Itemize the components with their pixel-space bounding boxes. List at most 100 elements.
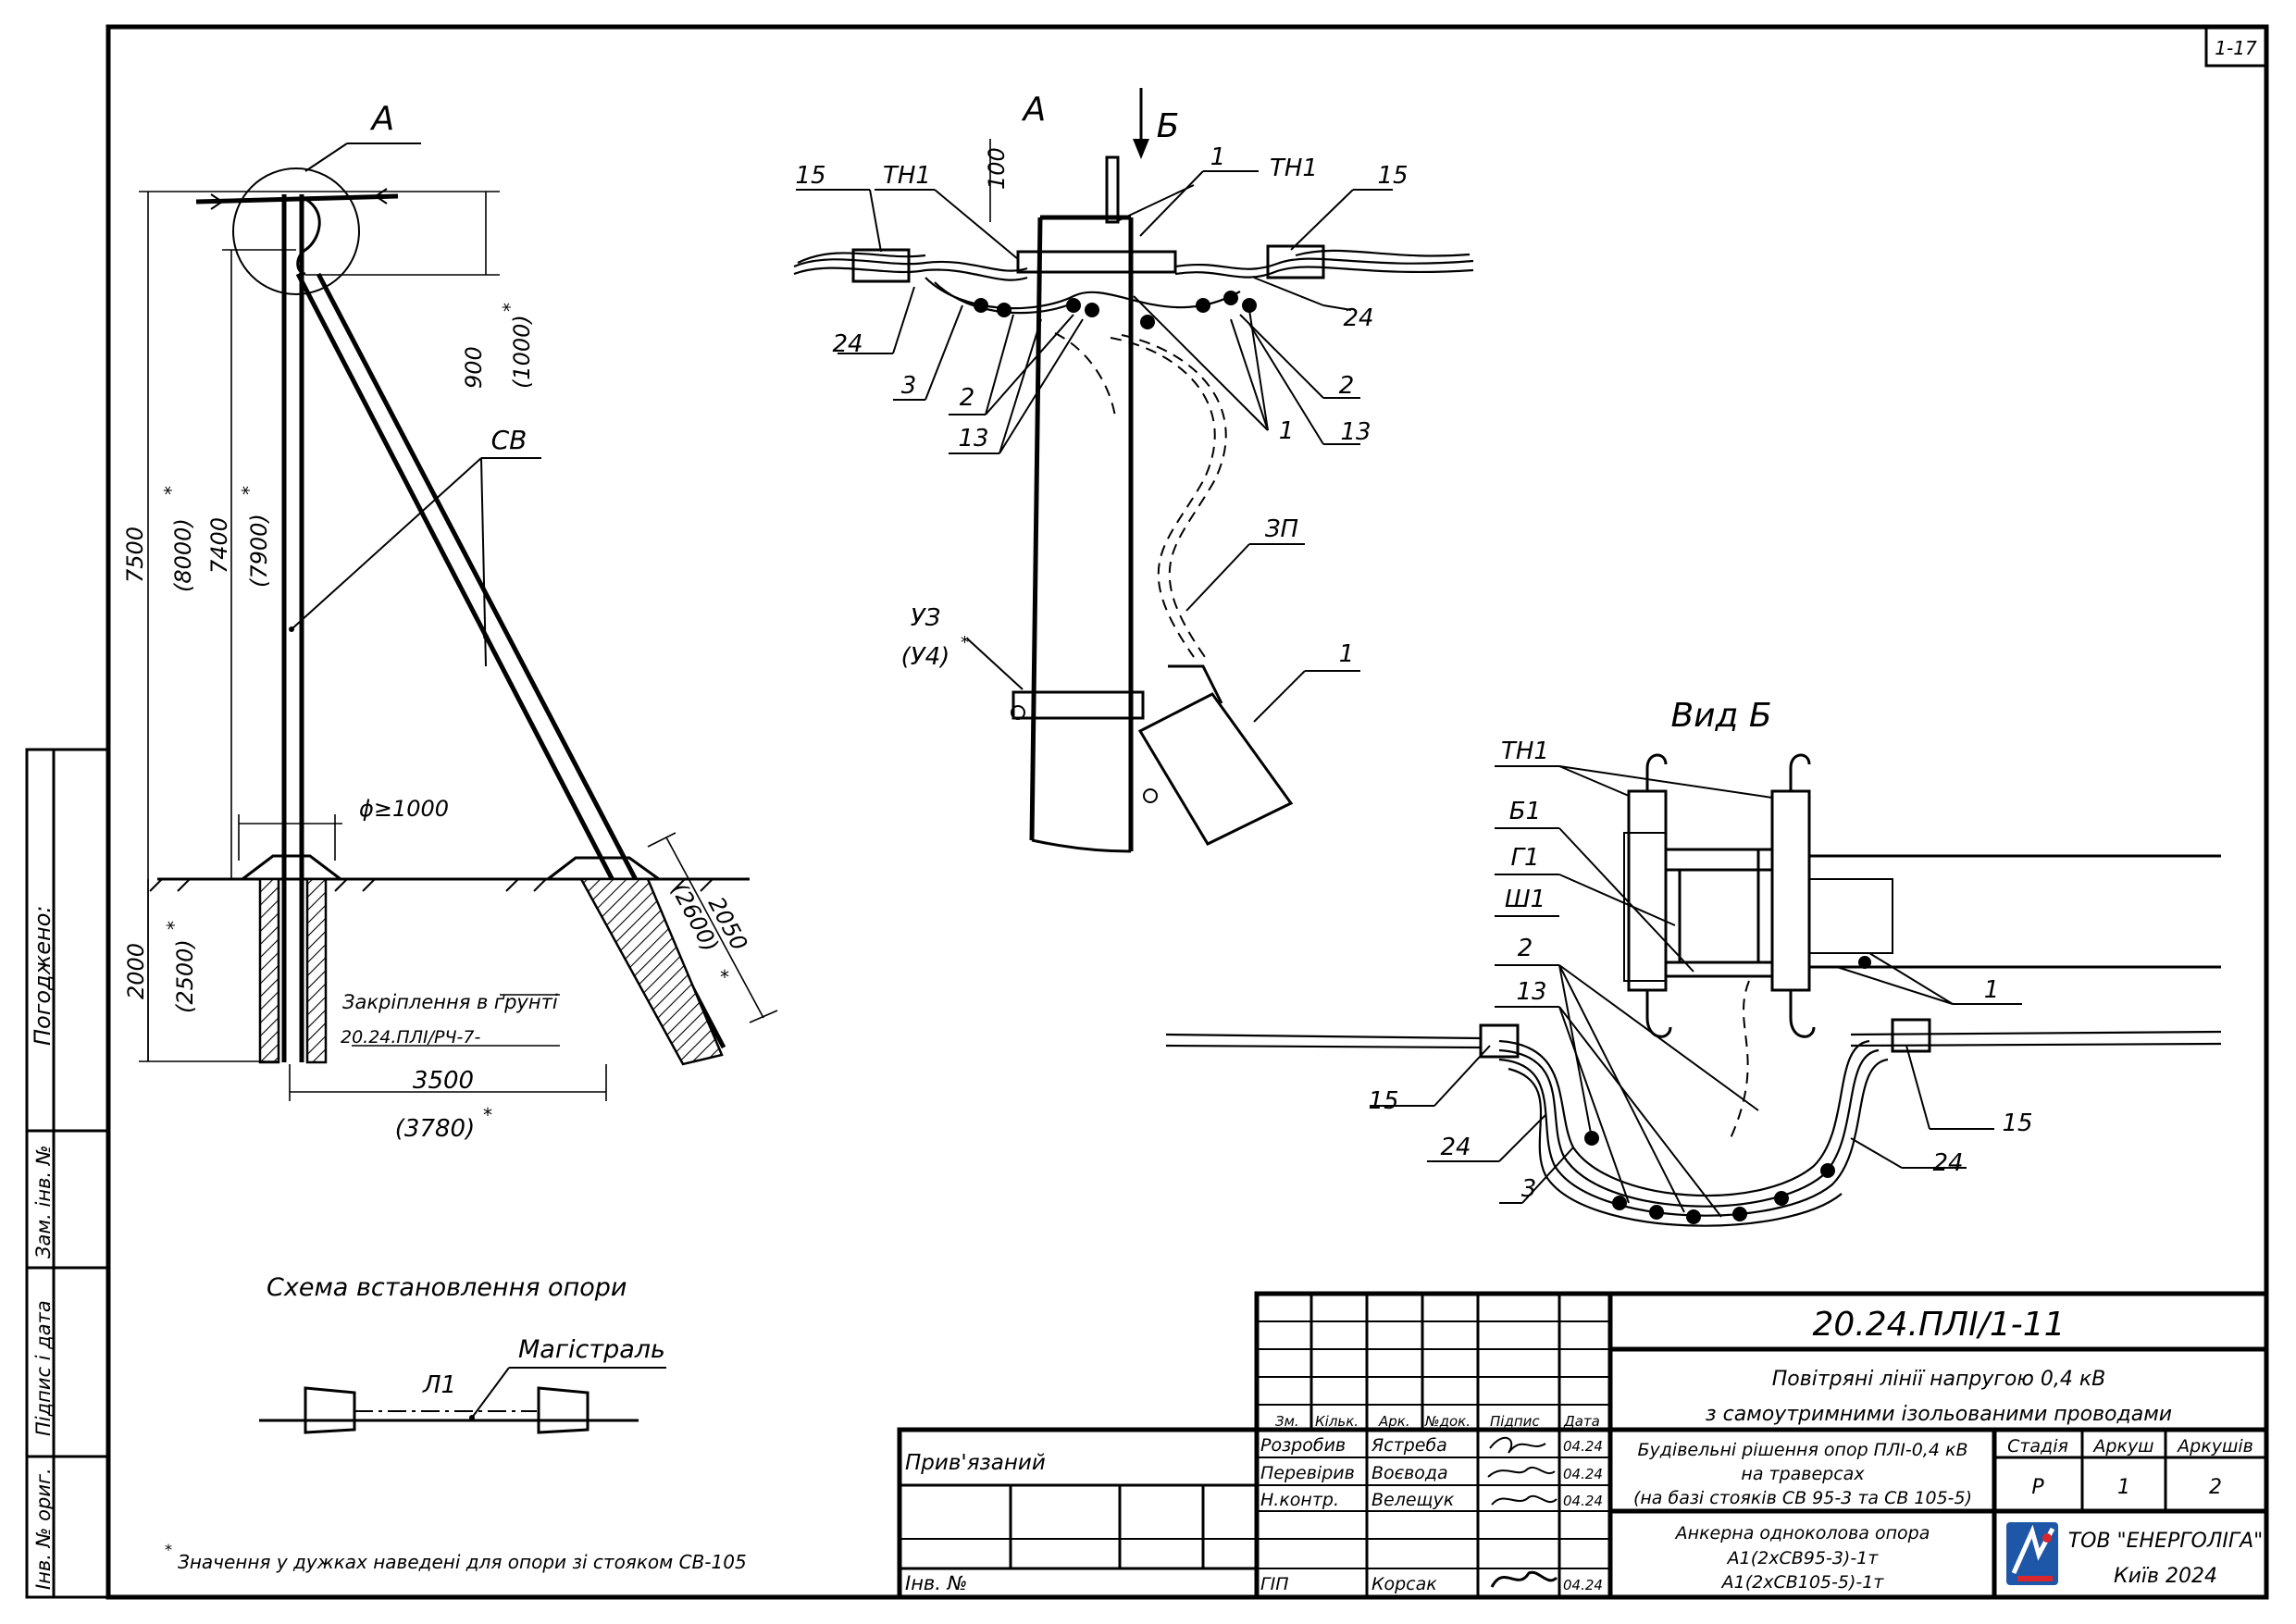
label-u3: УЗ (911, 604, 941, 632)
scheme-main-label: Магістраль (518, 1335, 665, 1364)
label-3: 3 (901, 372, 917, 400)
date-norm-control: 04.24 (1563, 1493, 1603, 1509)
dim-top-star: * (499, 303, 521, 312)
dim-pole-height: 7400 (206, 517, 232, 574)
inv-no-label: Інв. № (905, 1572, 968, 1594)
company-name: ТОВ "ЕНЕРГОЛІГА" (2068, 1530, 2264, 1553)
section-line-1: Будівельні рішення опор ПЛІ-0,4 кВ (1638, 1440, 1968, 1460)
view-a-mark-left: A (370, 100, 395, 138)
side-stamp: Погоджено: Зам. інв. № Підпис і дата Інв… (25, 748, 110, 1599)
dim-total-height: 7500 (122, 527, 148, 583)
ground-fix-label: Закріплення в ґрунті (342, 991, 558, 1013)
name-developer: Ястреба (1371, 1435, 1447, 1456)
sheet-header: Аркуш (2091, 1436, 2153, 1457)
installation-scheme: Схема встановлення опори Л1 Магістраль (259, 1273, 666, 1434)
sheet-value: 1 (2117, 1476, 2130, 1499)
doc-code: 20.24.ПЛІ/1-11 (1812, 1306, 2065, 1344)
label-13-right: 13 (1340, 418, 1371, 446)
label-zp: ЗП (1265, 515, 1298, 543)
dim-100: 100 (984, 147, 1010, 190)
col-hdr-kilk: Кільк. (1315, 1413, 1359, 1430)
view-b-mark: Б (1157, 107, 1180, 145)
company-logo (2006, 1522, 2058, 1585)
label-2-right: 2 (1339, 372, 1355, 400)
dim-pole-star: * (238, 486, 260, 495)
sheet-number: 1-17 (2215, 37, 2257, 59)
inv-orig-label: Інв. № ориг. (32, 1468, 55, 1590)
title-line-1: Повітряні лінії напругою 0,4 кВ (1772, 1368, 2106, 1391)
bound-label: Прив'язаний (905, 1451, 1046, 1475)
dim-base-star: * (483, 1104, 492, 1126)
inv-replace-label: Зам. інв. № (32, 1145, 55, 1258)
view-b-label-15-left: 15 (1368, 1087, 1398, 1115)
label-1-mid: 1 (1279, 417, 1295, 445)
label-13-left: 13 (958, 425, 988, 452)
section-line-3: (на базі стояків СВ 95-3 та СВ 105-5) (1633, 1488, 1972, 1508)
col-hdr-ark: Арк. (1378, 1413, 1410, 1430)
col-hdr-date: Дата (1563, 1413, 1600, 1430)
view-b-label-2: 2 (1518, 935, 1533, 962)
dim-pole-height-alt: (7900) (246, 514, 272, 588)
agreed-label: Погоджено: (30, 906, 56, 1046)
dim-depth-star: * (163, 921, 185, 930)
label-15-right: 15 (1377, 162, 1408, 190)
view-b-label-24-left: 24 (1440, 1134, 1471, 1161)
view-b-label-13: 13 (1516, 978, 1546, 1006)
view-b: Вид Б (1165, 697, 2222, 1227)
sign-date-label: Підпис і дата (32, 1300, 55, 1436)
pole-elevation: A СВ (122, 100, 778, 1143)
name-checker: Воєвода (1371, 1463, 1448, 1483)
view-b-label-b1: Б1 (1509, 798, 1541, 825)
dim-pit-diameter: ϕ≥1000 (359, 796, 449, 822)
view-b-label-g1: Г1 (1510, 844, 1539, 872)
view-b-label-tn1: ТН1 (1501, 738, 1549, 765)
stage-value: Р (2031, 1476, 2044, 1499)
label-tn1-right: ТН1 (1270, 155, 1318, 182)
label-1-top: 1 (1210, 143, 1226, 171)
footnote-star: * (165, 1541, 172, 1558)
sheet-title-line-1: Анкерна одноколова опора (1674, 1523, 1930, 1543)
role-developer: Розробив (1260, 1435, 1346, 1456)
label-1-bottom: 1 (1339, 640, 1355, 668)
stage-header: Стадія (2007, 1436, 2068, 1457)
name-norm-control: Велещук (1371, 1490, 1455, 1510)
dim-depth: 2000 (123, 943, 149, 999)
sheet-title-line-2: А1(2хСВ95-3)-1т (1726, 1548, 1880, 1568)
scheme-line-label: Л1 (422, 1371, 456, 1399)
view-b-label-24-right: 24 (1932, 1149, 1963, 1177)
label-24-left: 24 (832, 330, 863, 358)
col-hdr-zm: Зм. (1275, 1413, 1299, 1430)
scheme-title: Схема встановлення опори (267, 1273, 627, 1302)
role-checker: Перевірив (1260, 1463, 1355, 1483)
city-year: Київ 2024 (2114, 1565, 2217, 1588)
col-hdr-doc: №док. (1424, 1413, 1471, 1430)
signature-marks (1487, 1436, 1558, 1588)
name-gip: Корсак (1371, 1574, 1437, 1594)
date-checker: 04.24 (1563, 1466, 1603, 1482)
sheets-value: 2 (2209, 1476, 2222, 1499)
title-line-2: з самоутримними ізольованими проводами (1706, 1403, 2172, 1426)
dim-base: 3500 (413, 1067, 474, 1095)
dim-top-offset-alt: (1000) (509, 315, 535, 389)
detail-a: 100 A Б 15 ТН1 1 ТН1 15 (793, 88, 1474, 853)
view-b-label-sh1: Ш1 (1505, 886, 1545, 913)
label-24-right: 24 (1343, 304, 1373, 332)
dim-base-alt: (3780) (395, 1115, 475, 1143)
label-u4-star: * (961, 633, 969, 652)
ground-fix-ref: 20.24.ПЛІ/РЧ-7- (341, 1027, 480, 1048)
sheets-header: Аркушів (2176, 1436, 2253, 1457)
dim-total-height-alt: (8000) (170, 518, 196, 592)
footnote: * Значення у дужках наведені для опори з… (165, 1541, 747, 1573)
sheet-title-line-3: А1(2хСВ105-5)-1т (1720, 1572, 1885, 1593)
date-developer: 04.24 (1563, 1438, 1603, 1455)
label-tn1-left: ТН1 (883, 162, 931, 190)
view-b-label-1: 1 (1984, 976, 2000, 1004)
role-norm-control: Н.контр. (1260, 1490, 1339, 1510)
footnote-text: Значення у дужках наведені для опори зі … (178, 1551, 747, 1573)
pole-type-label: СВ (491, 425, 527, 455)
dim-strut-star: * (720, 966, 729, 988)
view-b-label-15-right: 15 (2002, 1110, 2032, 1137)
view-b-title: Вид Б (1670, 697, 1771, 735)
label-u4: (У4) (901, 643, 950, 671)
